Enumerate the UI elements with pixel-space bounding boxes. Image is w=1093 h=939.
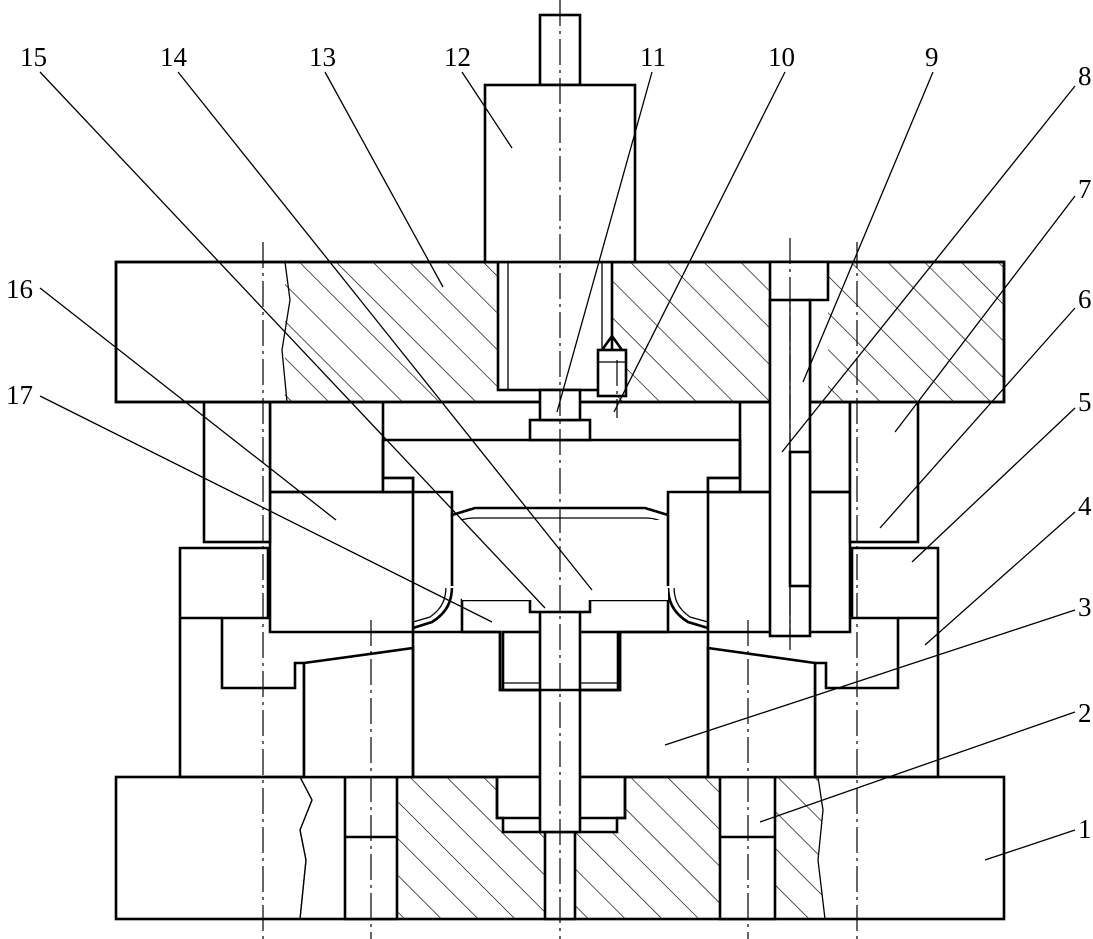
leader-lines (39, 71, 1076, 861)
callout-2: 2 (1078, 698, 1092, 728)
leader-16 (39, 287, 337, 521)
callout-7: 7 (1078, 174, 1092, 204)
lower-side-holder-right (813, 546, 940, 779)
callout-11: 11 (640, 42, 666, 72)
leader-10 (613, 71, 786, 413)
leader-17 (39, 395, 493, 623)
leader-3 (664, 609, 1076, 746)
callout-8: 8 (1078, 61, 1092, 91)
leader-4 (924, 511, 1076, 646)
callout-10: 10 (768, 42, 795, 72)
callout-17: 17 (6, 380, 33, 410)
leader-13 (324, 71, 444, 288)
leader-6 (879, 307, 1076, 529)
callout-14: 14 (160, 42, 188, 72)
screw (596, 333, 628, 398)
callout-3: 3 (1078, 592, 1092, 622)
callout-13: 13 (309, 42, 336, 72)
leader-12 (461, 71, 513, 149)
centre-lines (262, 0, 858, 939)
leader-5 (911, 407, 1076, 563)
callout-12: 12 (444, 42, 471, 72)
leader-7 (894, 195, 1076, 433)
leader-14 (177, 71, 593, 591)
slider-left (302, 646, 415, 779)
lower-side-holder-left (178, 546, 306, 779)
callout-5: 5 (1078, 387, 1092, 417)
leader-15 (39, 71, 546, 609)
upper-holder-left (202, 400, 272, 544)
leader-8 (781, 85, 1076, 453)
callout-16: 16 (6, 274, 33, 304)
callout-1: 1 (1078, 814, 1092, 844)
leader-1 (984, 829, 1076, 861)
callout-15: 15 (20, 42, 47, 72)
callout-4: 4 (1078, 491, 1092, 521)
pressure-pad (381, 418, 742, 517)
callout-9: 9 (925, 42, 939, 72)
slider-right (706, 646, 817, 779)
callout-labels: 1 2 3 4 5 6 7 8 9 10 11 12 13 14 15 16 1… (6, 42, 1092, 844)
leader-9 (802, 71, 934, 383)
upper-side-block-left (268, 400, 415, 634)
leader-2 (759, 711, 1076, 823)
guide-pin (768, 298, 812, 638)
leader-11 (556, 71, 653, 413)
callout-6: 6 (1078, 284, 1092, 314)
upper-holder-right (848, 400, 920, 544)
